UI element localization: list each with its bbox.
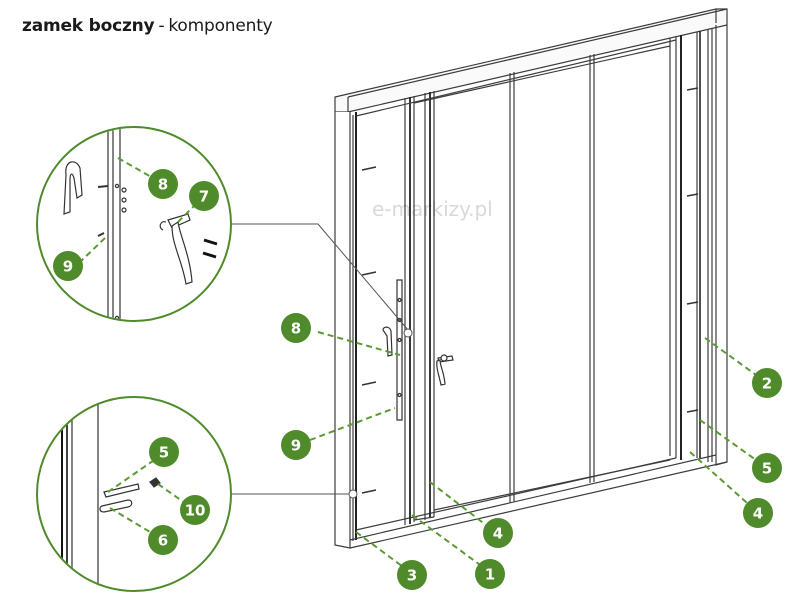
callout-4-right: 4	[743, 498, 773, 528]
title-rest: komponenty	[168, 16, 273, 36]
callout-5-main: 5	[752, 453, 782, 483]
diagram-title: zamek boczny-komponenty	[22, 16, 273, 36]
svg-text:3: 3	[407, 567, 417, 585]
callout-5-detail: 5	[149, 437, 179, 467]
callout-8-main: 8	[281, 313, 311, 343]
callout-3: 3	[397, 560, 427, 590]
svg-text:8: 8	[291, 320, 301, 338]
leader-lines	[79, 157, 764, 573]
svg-text:7: 7	[199, 188, 209, 206]
connector-lines	[230, 223, 413, 499]
title-separator: -	[158, 16, 165, 36]
svg-text:5: 5	[159, 444, 169, 462]
svg-text:4: 4	[753, 505, 763, 523]
door-handle-right	[436, 354, 454, 386]
svg-text:8: 8	[158, 176, 168, 194]
callout-badges: 8 7 9 8 9 2 5 10	[53, 169, 782, 590]
svg-text:2: 2	[762, 375, 772, 393]
frame-screws	[361, 87, 699, 494]
detail-circle-top	[36, 126, 232, 322]
callout-8-detail: 8	[148, 169, 178, 199]
svg-text:10: 10	[185, 502, 206, 520]
callout-9-main: 9	[281, 430, 311, 460]
callout-7-detail: 7	[189, 181, 219, 211]
svg-text:9: 9	[63, 258, 73, 276]
svg-text:5: 5	[762, 460, 772, 478]
svg-text:6: 6	[158, 532, 168, 550]
title-bold: zamek boczny	[22, 16, 155, 36]
callout-2: 2	[752, 368, 782, 398]
callout-6-detail: 6	[148, 525, 178, 555]
door-handle-left	[382, 326, 393, 357]
callout-9-detail: 9	[53, 251, 83, 281]
door-frame	[334, 8, 728, 549]
callout-10-detail: 10	[180, 495, 210, 525]
svg-text:9: 9	[291, 437, 301, 455]
callout-1: 1	[475, 559, 505, 589]
callout-4-center: 4	[483, 518, 513, 548]
lock-strip	[396, 279, 403, 421]
watermark: e-markizy.pl	[372, 197, 493, 221]
svg-text:4: 4	[493, 525, 503, 543]
svg-text:1: 1	[485, 566, 495, 584]
